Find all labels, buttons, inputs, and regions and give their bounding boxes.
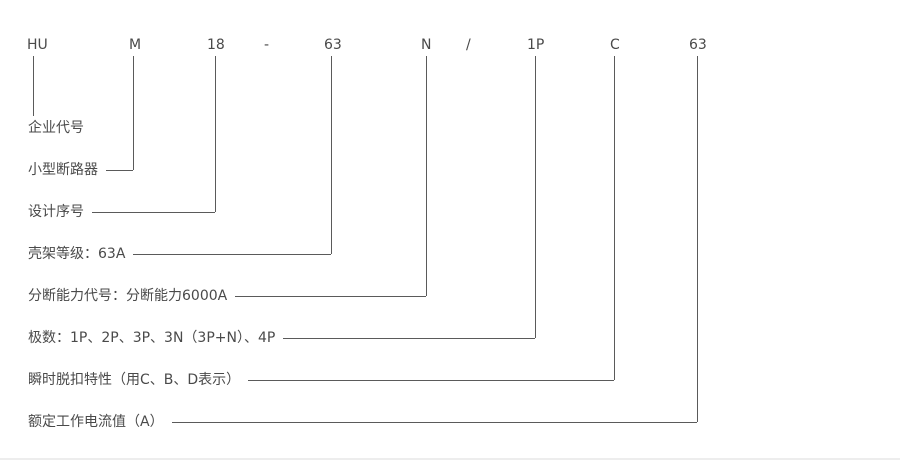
connector-breaking-line (426, 56, 427, 296)
label-row-mcb: 小型断路器 (28, 161, 133, 179)
bottom-divider (0, 458, 900, 460)
label-rated-current: 额定工作电流值（A） (28, 414, 164, 430)
label-design-serial-hline (92, 211, 215, 213)
label-design-serial: 设计序号 (28, 204, 84, 220)
label-row-design-serial: 设计序号 (28, 203, 215, 221)
label-row-enterprise: 企业代号 (28, 119, 84, 137)
model-code-design-serial: 18 (207, 37, 225, 53)
model-code-breaking: N (421, 37, 432, 53)
model-code-poles: 1P (527, 37, 545, 53)
connector-mcb-line (133, 56, 134, 170)
model-code-dash: - (264, 37, 270, 53)
label-row-poles: 极数：1P、2P、3P、3N（3P+N）、4P (28, 329, 535, 347)
connector-enterprise-line (33, 56, 34, 116)
label-tripping-characteristic: 瞬时脱扣特性（用C、B、D表示） (28, 372, 241, 388)
connector-frame-rating-line (331, 56, 332, 254)
label-tripping-hline (248, 379, 614, 381)
label-row-rated-current: 额定工作电流值（A） (28, 413, 697, 431)
label-row-tripping: 瞬时脱扣特性（用C、B、D表示） (28, 371, 614, 389)
label-frame-rating: 壳架等级：63A (28, 246, 126, 262)
label-mcb-hline (106, 169, 133, 171)
label-breaking-capacity: 分断能力代号：分断能力6000A (28, 288, 228, 304)
label-poles-hline (283, 337, 535, 339)
model-code-enterprise: HU (27, 37, 48, 53)
label-rated-current-hline (171, 421, 697, 423)
model-code-slash: / (466, 37, 471, 53)
label-row-breaking: 分断能力代号：分断能力6000A (28, 287, 426, 305)
model-code-mcb: M (129, 37, 142, 53)
model-code-tripping: C (610, 37, 620, 53)
label-frame-rating-hline (133, 253, 331, 255)
label-enterprise-code: 企业代号 (28, 120, 84, 136)
connector-poles-line (535, 56, 536, 338)
label-breaking-hline (235, 295, 426, 297)
model-code-frame-rating: 63 (324, 37, 342, 53)
model-code-rated-current: 63 (689, 37, 707, 53)
connector-design-serial-line (215, 56, 216, 212)
connector-rated-current-line (697, 56, 698, 422)
label-poles: 极数：1P、2P、3P、3N（3P+N）、4P (28, 330, 276, 346)
connector-tripping-line (614, 56, 615, 380)
label-row-frame-rating: 壳架等级：63A (28, 245, 331, 263)
label-mcb: 小型断路器 (28, 162, 98, 178)
